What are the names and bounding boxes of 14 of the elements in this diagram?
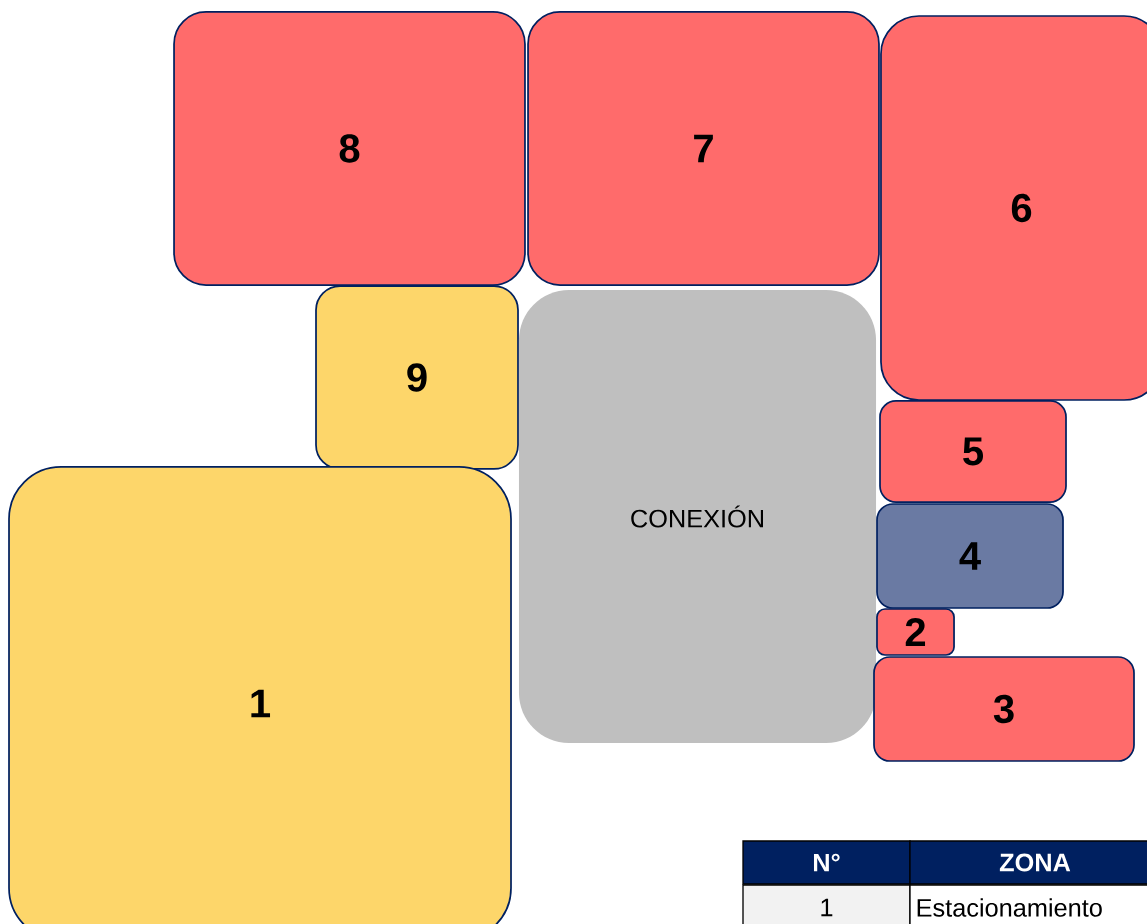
zone-box: 9	[315, 285, 519, 470]
zone-box: 2	[876, 608, 955, 656]
header-cell: N°	[742, 840, 911, 885]
zone-box: 7	[527, 11, 880, 286]
table-cell: Estacionamiento	[909, 884, 1147, 924]
table-cell: 1	[742, 884, 911, 924]
zone-box: 6	[880, 15, 1147, 401]
zone-box: 4	[876, 503, 1064, 609]
zone-box: 8	[173, 11, 526, 286]
zone-box: 5	[879, 400, 1067, 503]
zone-box: 1	[8, 466, 512, 924]
connection-area: CONEXIÓN	[518, 289, 877, 744]
header-cell: ZONA	[909, 840, 1147, 885]
zone-box: 3	[873, 656, 1135, 762]
